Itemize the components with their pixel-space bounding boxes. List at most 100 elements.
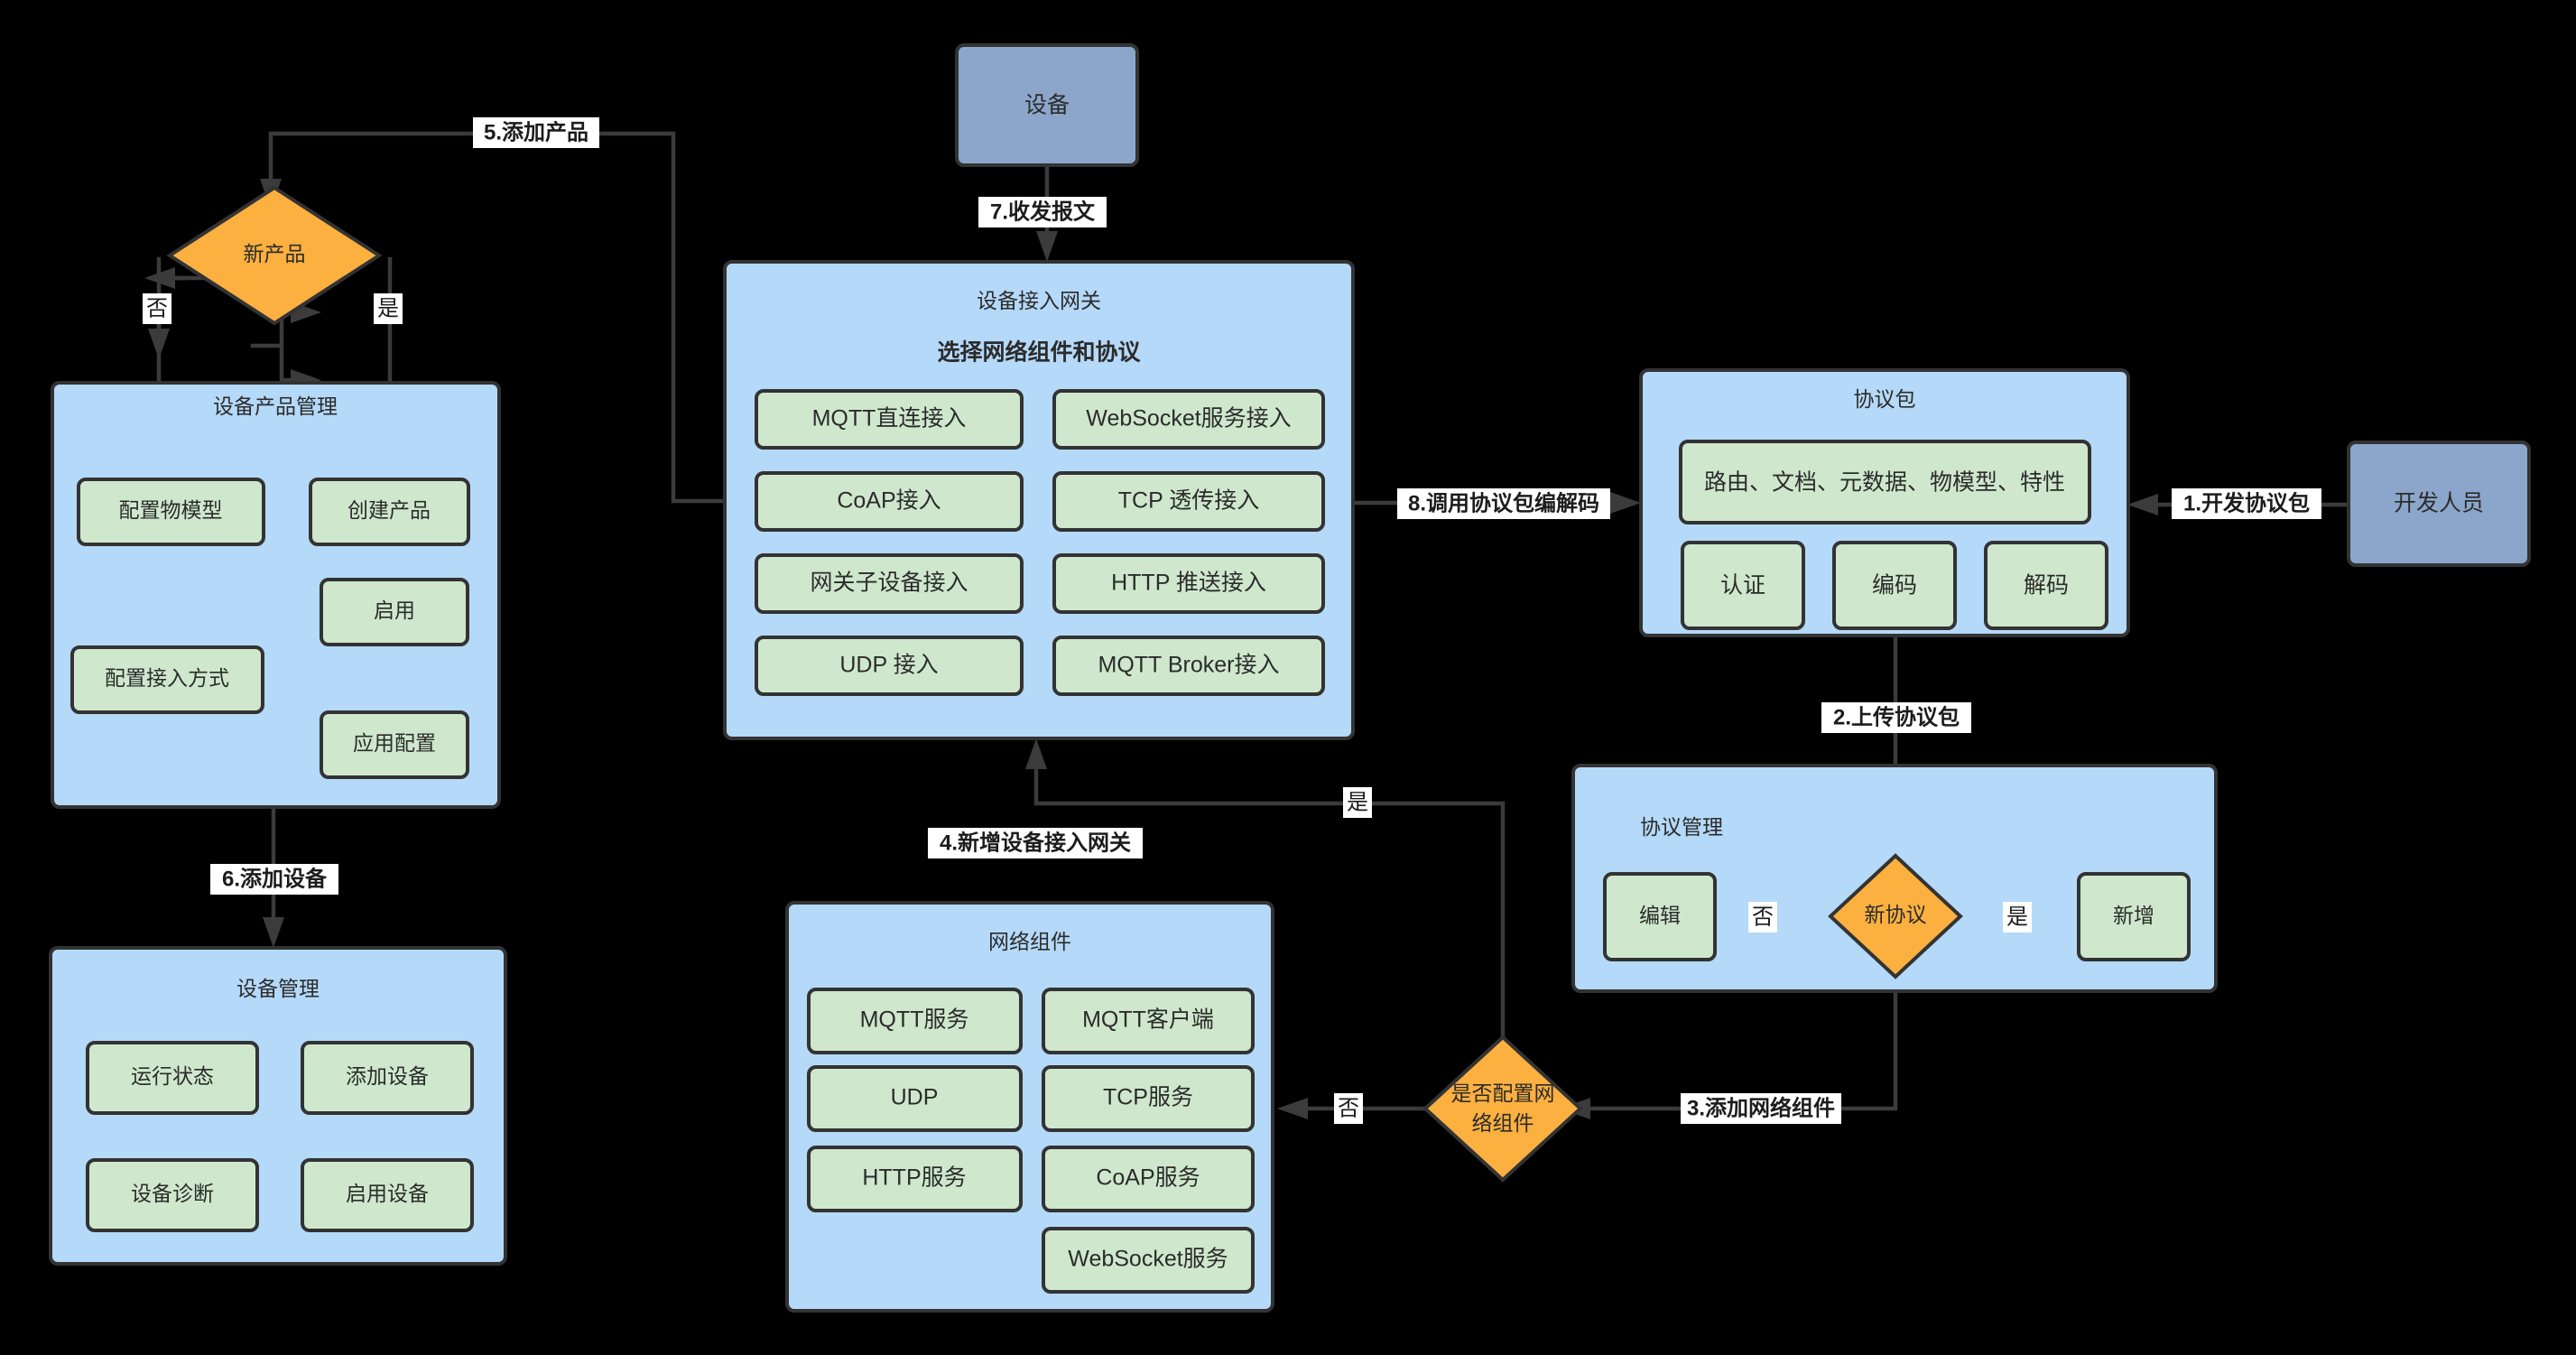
- label-bg-no-c: [1334, 1093, 1363, 1124]
- gateway-subdevice-access-box[interactable]: [755, 553, 1024, 614]
- node-mqtt-broker-access[interactable]: MQTT Broker接入: [1052, 636, 1325, 696]
- running-status-box[interactable]: [86, 1041, 259, 1115]
- node-udp-access[interactable]: UDP 接入: [755, 636, 1024, 696]
- device-access-gateway-box: [723, 260, 1355, 740]
- edge-label-step4: 4.新增设备接入网关: [940, 830, 1131, 855]
- new-product-diamond[interactable]: [166, 185, 383, 326]
- label-bg-step1: [2172, 488, 2321, 519]
- websocket-service-box[interactable]: [1042, 1227, 1255, 1294]
- label-bg-no-b: [1748, 902, 1777, 933]
- authentication-label: 认证: [1720, 573, 1765, 599]
- configure-network-diamond[interactable]: [1422, 1035, 1583, 1183]
- node-mqtt-client[interactable]: MQTT客户端: [1042, 988, 1255, 1054]
- arrowhead-config-network-yes: [1025, 738, 1047, 769]
- node-decision-new-protocol[interactable]: 新协议: [1828, 853, 1963, 979]
- http-push-access-box[interactable]: [1052, 553, 1325, 614]
- encode-box[interactable]: [1832, 541, 1957, 630]
- device-product-management-title: 设备产品管理: [213, 394, 338, 418]
- tcp-service-label: TCP服务: [1103, 1085, 1193, 1110]
- node-configure-thing-model[interactable]: 配置物模型: [77, 478, 265, 546]
- coap-service-label: CoAP服务: [1096, 1165, 1200, 1191]
- node-running-status[interactable]: 运行状态: [86, 1041, 259, 1115]
- edge-label-no-c: 否: [1338, 1096, 1359, 1120]
- edge-label-yes-b: 是: [2006, 905, 2028, 929]
- edit-box[interactable]: [1603, 872, 1717, 961]
- configure-thing-model-box[interactable]: [77, 478, 265, 546]
- group-device-access-gateway: 设备接入网关 选择网络组件和协议 MQTT直连接入 WebSocket服务接入 …: [723, 260, 1355, 740]
- network-components-title: 网络组件: [988, 930, 1071, 953]
- mqtt-broker-access-box[interactable]: [1052, 636, 1325, 696]
- tcp-transparent-access-box[interactable]: [1052, 471, 1325, 532]
- label-bg-step2: [1821, 702, 1971, 733]
- node-add-device[interactable]: 添加设备: [301, 1041, 474, 1115]
- node-protocol-meta[interactable]: 路由、文档、元数据、物模型、特性: [1679, 440, 2091, 524]
- node-tcp-transparent-access[interactable]: TCP 透传接入: [1052, 471, 1325, 532]
- node-http-service[interactable]: HTTP服务: [807, 1146, 1023, 1212]
- node-developer[interactable]: 开发人员: [2347, 441, 2531, 567]
- apply-config-box[interactable]: [320, 710, 469, 779]
- coap-access-box[interactable]: [755, 471, 1024, 532]
- new-protocol-diamond[interactable]: [1828, 853, 1963, 979]
- websocket-service-access-box[interactable]: [1052, 389, 1325, 450]
- enable-device-label: 启用设备: [346, 1182, 429, 1205]
- create-product-label: 创建产品: [347, 498, 431, 522]
- label-bg-yes-c: [1343, 787, 1372, 818]
- node-gateway-subdevice-access[interactable]: 网关子设备接入: [755, 553, 1024, 614]
- add-new-box[interactable]: [2077, 872, 2191, 961]
- mqtt-client-box[interactable]: [1042, 988, 1255, 1054]
- configure-access-method-box[interactable]: [70, 645, 264, 714]
- node-configure-access-method[interactable]: 配置接入方式: [70, 645, 264, 714]
- enable-device-box[interactable]: [301, 1158, 474, 1232]
- create-product-box[interactable]: [309, 478, 470, 546]
- mqtt-service-box[interactable]: [807, 988, 1023, 1054]
- node-apply-config[interactable]: 应用配置: [320, 710, 469, 779]
- node-tcp-service[interactable]: TCP服务: [1042, 1065, 1255, 1132]
- new-product-label: 新产品: [244, 242, 306, 265]
- http-service-box[interactable]: [807, 1146, 1023, 1212]
- device-diagnosis-box[interactable]: [86, 1158, 259, 1232]
- node-decode[interactable]: 解码: [1984, 541, 2108, 630]
- node-udp[interactable]: UDP: [807, 1065, 1023, 1132]
- node-device-diagnosis[interactable]: 设备诊断: [86, 1158, 259, 1232]
- edge-label-step5: 5.添加产品: [484, 119, 588, 144]
- udp-box[interactable]: [807, 1065, 1023, 1132]
- websocket-service-access-label: WebSocket服务接入: [1086, 406, 1291, 432]
- tcp-service-box[interactable]: [1042, 1065, 1255, 1132]
- node-decision-new-product[interactable]: 新产品: [166, 185, 383, 326]
- mqtt-client-label: MQTT客户端: [1082, 1007, 1214, 1033]
- configure-thing-model-label: 配置物模型: [119, 498, 223, 522]
- group-device-management: 设备管理 运行状态 添加设备 设备诊断 启用设备: [49, 946, 507, 1266]
- node-device[interactable]: 设备: [955, 43, 1139, 167]
- device-box[interactable]: [955, 43, 1139, 167]
- node-edit[interactable]: 编辑: [1603, 872, 1717, 961]
- node-http-push-access[interactable]: HTTP 推送接入: [1052, 553, 1325, 614]
- node-mqtt-service[interactable]: MQTT服务: [807, 988, 1023, 1054]
- developer-box[interactable]: [2347, 441, 2531, 567]
- node-enable[interactable]: 启用: [320, 578, 469, 646]
- node-add-new[interactable]: 新增: [2077, 872, 2191, 961]
- enable-box[interactable]: [320, 578, 469, 646]
- node-coap-access[interactable]: CoAP接入: [755, 471, 1024, 532]
- node-websocket-service-access[interactable]: WebSocket服务接入: [1052, 389, 1325, 450]
- edge-label-yes-c: 是: [1347, 790, 1368, 814]
- node-create-product[interactable]: 创建产品: [309, 478, 470, 546]
- node-coap-service[interactable]: CoAP服务: [1042, 1146, 1255, 1212]
- node-enable-device[interactable]: 启用设备: [301, 1158, 474, 1232]
- node-mqtt-direct-access[interactable]: MQTT直连接入: [755, 389, 1024, 450]
- udp-label: UDP: [891, 1085, 939, 1110]
- decode-box[interactable]: [1984, 541, 2108, 630]
- protocol-meta-box[interactable]: [1679, 440, 2091, 524]
- node-encode[interactable]: 编码: [1832, 541, 1957, 630]
- configure-network-label-line1: 是否配置网: [1451, 1081, 1555, 1105]
- mqtt-direct-access-box[interactable]: [755, 389, 1024, 450]
- add-device-box[interactable]: [301, 1041, 474, 1115]
- node-websocket-service[interactable]: WebSocket服务: [1042, 1227, 1255, 1294]
- label-bg-no-a: [143, 293, 171, 324]
- http-push-access-label: HTTP 推送接入: [1111, 571, 1266, 596]
- coap-service-box[interactable]: [1042, 1146, 1255, 1212]
- node-authentication[interactable]: 认证: [1681, 541, 1805, 630]
- node-decision-configure-network[interactable]: 是否配置网 络组件: [1422, 1035, 1583, 1183]
- authentication-box[interactable]: [1681, 541, 1805, 630]
- udp-access-box[interactable]: [755, 636, 1024, 696]
- edge-add-network-component: [1580, 988, 1898, 1111]
